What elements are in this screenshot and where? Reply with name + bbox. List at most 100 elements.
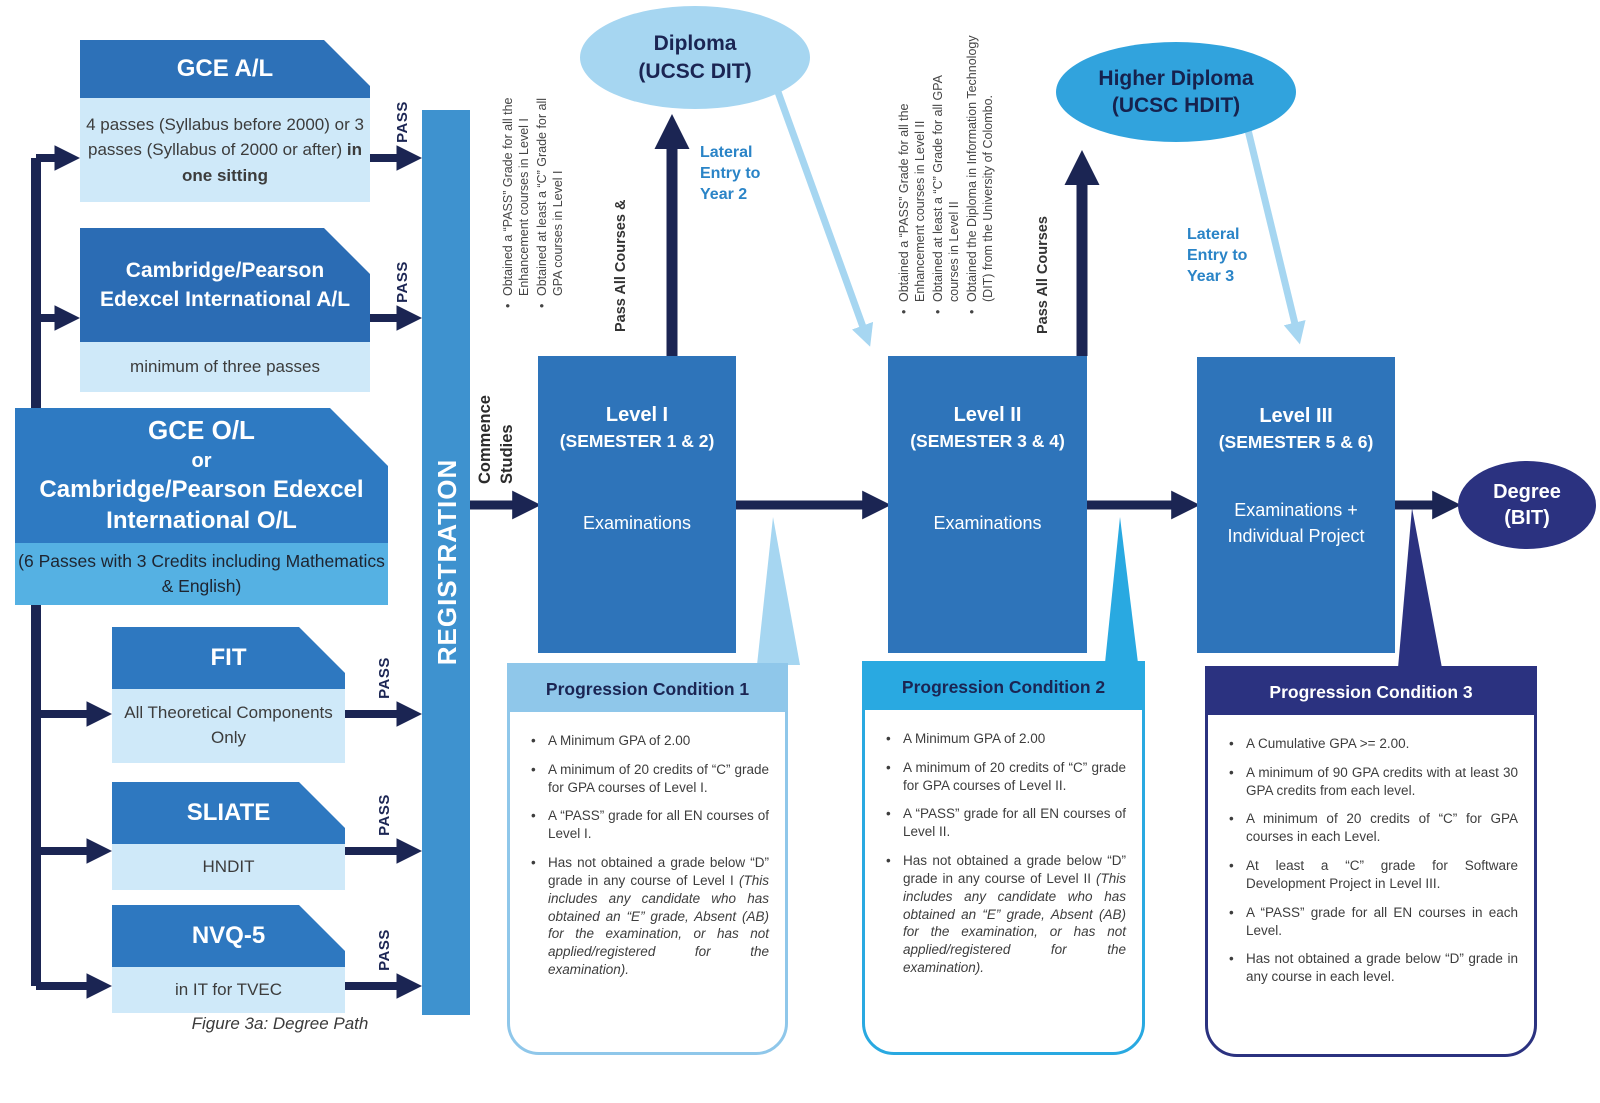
progression-condition-2-title: Progression Condition 2 xyxy=(865,664,1142,710)
level3-activity: Examinations + Individual Project xyxy=(1227,500,1365,547)
pass-label-gce-al: PASS xyxy=(393,101,411,143)
gce-ol-title-line2: or xyxy=(191,450,212,473)
pc1-bullet-italic: (This includes any candidate who has obt… xyxy=(548,872,769,977)
pc2-bullet: Has not obtained a grade below “D” grade… xyxy=(886,852,1126,977)
pc1-bullet: A Minimum GPA of 2.00 xyxy=(531,732,769,750)
pass-label-nvq5: PASS xyxy=(375,929,393,971)
diploma-ellipse: Diploma (UCSC DIT) xyxy=(580,6,810,109)
higher-diploma-criterion: Obtained a “PASS” Grade for all the Enha… xyxy=(896,34,928,302)
pass-all-courses-note-1: Pass All Courses & xyxy=(613,199,629,332)
higher-diploma-abbr: (UCSC HDIT) xyxy=(1111,94,1241,117)
level2-box: Level II (SEMESTER 3 & 4) Examinations xyxy=(888,356,1087,653)
gce-ol-title-line3: Cambridge/Pearson Edexcel International … xyxy=(39,476,364,535)
pc3-bullet: A minimum of 20 credits of “C” for GPA c… xyxy=(1229,810,1518,846)
pc2-bullet-italic: (This includes any candidate who has obt… xyxy=(903,870,1126,975)
level2-semesters: (SEMESTER 3 & 4) xyxy=(910,431,1065,451)
progression-condition-3-title: Progression Condition 3 xyxy=(1208,669,1534,715)
progression-condition-3-body: A Cumulative GPA >= 2.00. A minimum of 9… xyxy=(1208,715,1534,986)
pc1-callout-pointer xyxy=(757,517,800,665)
box-cambridge-al-body: minimum of three passes xyxy=(80,342,370,392)
higher-diploma-criterion: Obtained at least a “C” Grade for all GP… xyxy=(930,34,962,302)
box-gce-ol-body: (6 Passes with 3 Credits including Mathe… xyxy=(15,543,388,605)
box-sliate-body: HNDIT xyxy=(112,844,345,890)
level3-semesters: (SEMESTER 5 & 6) xyxy=(1218,432,1374,452)
pc1-bullet: Has not obtained a grade below “D” grade… xyxy=(531,854,769,979)
diploma-criterion: Obtained at least a “C” Grade for all GP… xyxy=(534,84,566,296)
pass-label-fit: PASS xyxy=(375,657,393,699)
gce-ol-requirements: (6 Passes with 3 Credits including Mathe… xyxy=(18,550,385,596)
pc2-bullet: A minimum of 20 credits of “C” grade for… xyxy=(886,759,1126,795)
pc1-bullet: A minimum of 20 credits of “C” grade for… xyxy=(531,761,769,797)
level2-name: Level II xyxy=(953,404,1022,426)
box-gce-al-header: GCE A/L xyxy=(80,40,370,98)
sliate-title: SLIATE xyxy=(186,799,271,826)
pass-label-sliate: PASS xyxy=(375,794,393,836)
level1-semesters: (SEMESTER 1 & 2) xyxy=(559,431,715,451)
pc1-bullet-normal: Has not obtained a grade below “D” grade… xyxy=(548,855,769,888)
progression-condition-2-box: Progression Condition 2 A Minimum GPA of… xyxy=(862,661,1145,1055)
lateral-entry-arrow-year3 xyxy=(1244,129,1306,345)
pc3-bullet: At least a “C” grade for Software Develo… xyxy=(1229,857,1518,893)
fit-title: FIT xyxy=(210,644,247,671)
box-fit-body: All Theoretical Components Only xyxy=(112,689,345,763)
higher-diploma-criterion: Obtained the Diploma in Information Tech… xyxy=(964,34,996,302)
pc3-bullet: A minimum of 90 GPA credits with at leas… xyxy=(1229,764,1518,800)
progression-condition-1-title: Progression Condition 1 xyxy=(510,666,785,712)
pc1-bullet: A “PASS” grade for all EN courses of Lev… xyxy=(531,807,769,843)
pass-label-cambridge-al: PASS xyxy=(393,261,411,303)
pc3-callout-pointer xyxy=(1398,508,1442,668)
figure-caption: Figure 3a: Degree Path xyxy=(191,1014,369,1033)
box-gce-ol-header: GCE O/L or Cambridge/Pearson Edexcel Int… xyxy=(15,408,388,543)
box-cambridge-al-header: Cambridge/Pearson Edexcel International … xyxy=(80,228,370,342)
progression-condition-3-box: Progression Condition 3 A Cumulative GPA… xyxy=(1205,666,1537,1057)
nvq5-title: NVQ-5 xyxy=(191,922,266,949)
diploma-abbr: (UCSC DIT) xyxy=(638,59,752,83)
pc3-bullet: Has not obtained a grade below “D” grade… xyxy=(1229,950,1518,986)
box-gce-al-body: 4 passes (Syllabus before 2000) or 3 pas… xyxy=(80,98,370,202)
level2-activity: Examinations xyxy=(933,513,1042,533)
progression-condition-2-body: A Minimum GPA of 2.00 A minimum of 20 cr… xyxy=(865,710,1142,977)
lateral-entry-arrow-year2 xyxy=(774,90,874,347)
higher-diploma-ellipse: Higher Diploma (UCSC HDIT) xyxy=(1056,42,1296,142)
degree-abbr: (BIT) xyxy=(1504,507,1550,529)
level1-name: Level I xyxy=(605,404,669,426)
box-nvq5-header: NVQ-5 xyxy=(112,905,345,967)
sliate-requirements: HNDIT xyxy=(202,857,255,876)
pc2-callout-pointer xyxy=(1105,517,1138,663)
box-fit-header: FIT xyxy=(112,627,345,689)
pass-all-courses-note-2: Pass All Courses xyxy=(1035,216,1051,334)
diploma-criterion: Obtained a “PASS” Grade for all the Enha… xyxy=(500,84,532,296)
gce-al-req-text: 4 passes (Syllabus before 2000) or 3 pas… xyxy=(86,114,364,160)
higher-diploma-criteria-list: Obtained a “PASS” Grade for all the Enha… xyxy=(896,34,1000,318)
registration-bar xyxy=(422,110,470,1015)
gce-al-req-bold: in one sitting xyxy=(182,140,363,185)
pc3-bullet: A “PASS” grade for all EN courses in eac… xyxy=(1229,904,1518,940)
higher-diploma-name: Higher Diploma xyxy=(1098,66,1254,90)
level3-name: Level III xyxy=(1259,405,1333,427)
progression-condition-1-box: Progression Condition 1 A Minimum GPA of… xyxy=(507,663,788,1055)
registration-label: REGISTRATION xyxy=(431,458,462,666)
lateral-entry-year2-label: Lateral Entry to Year 2 xyxy=(700,144,761,204)
progression-condition-1-body: A Minimum GPA of 2.00 A minimum of 20 cr… xyxy=(510,712,785,979)
box-nvq5-body: in IT for TVEC xyxy=(112,967,345,1013)
diploma-criteria-list: Obtained a “PASS” Grade for all the Enha… xyxy=(500,84,574,312)
lateral-entry-year3-label: Lateral Entry to Year 3 xyxy=(1187,226,1248,286)
level1-activity: Examinations xyxy=(582,513,692,533)
gce-ol-title-line1: GCE O/L xyxy=(148,415,255,446)
cambridge-al-requirements: minimum of three passes xyxy=(130,357,320,376)
nvq5-requirements: in IT for TVEC xyxy=(174,980,283,999)
pc2-bullet: A “PASS” grade for all EN courses of Lev… xyxy=(886,805,1126,841)
commence-studies-label: Commence Studies xyxy=(476,395,517,484)
pc3-bullet: A Cumulative GPA >= 2.00. xyxy=(1229,735,1518,753)
level1-box: Level I (SEMESTER 1 & 2) Examinations xyxy=(538,356,736,653)
pc2-bullet-normal: Has not obtained a grade below “D” grade… xyxy=(903,853,1126,886)
degree-ellipse: Degree (BIT) xyxy=(1458,461,1596,549)
box-sliate-header: SLIATE xyxy=(112,782,345,844)
cambridge-al-title: Cambridge/Pearson Edexcel International … xyxy=(99,258,351,311)
pc2-bullet: A Minimum GPA of 2.00 xyxy=(886,730,1126,748)
gce-al-requirements: 4 passes (Syllabus before 2000) or 3 pas… xyxy=(86,112,364,189)
diploma-name: Diploma xyxy=(653,32,737,56)
gce-al-title: GCE A/L xyxy=(176,55,274,82)
